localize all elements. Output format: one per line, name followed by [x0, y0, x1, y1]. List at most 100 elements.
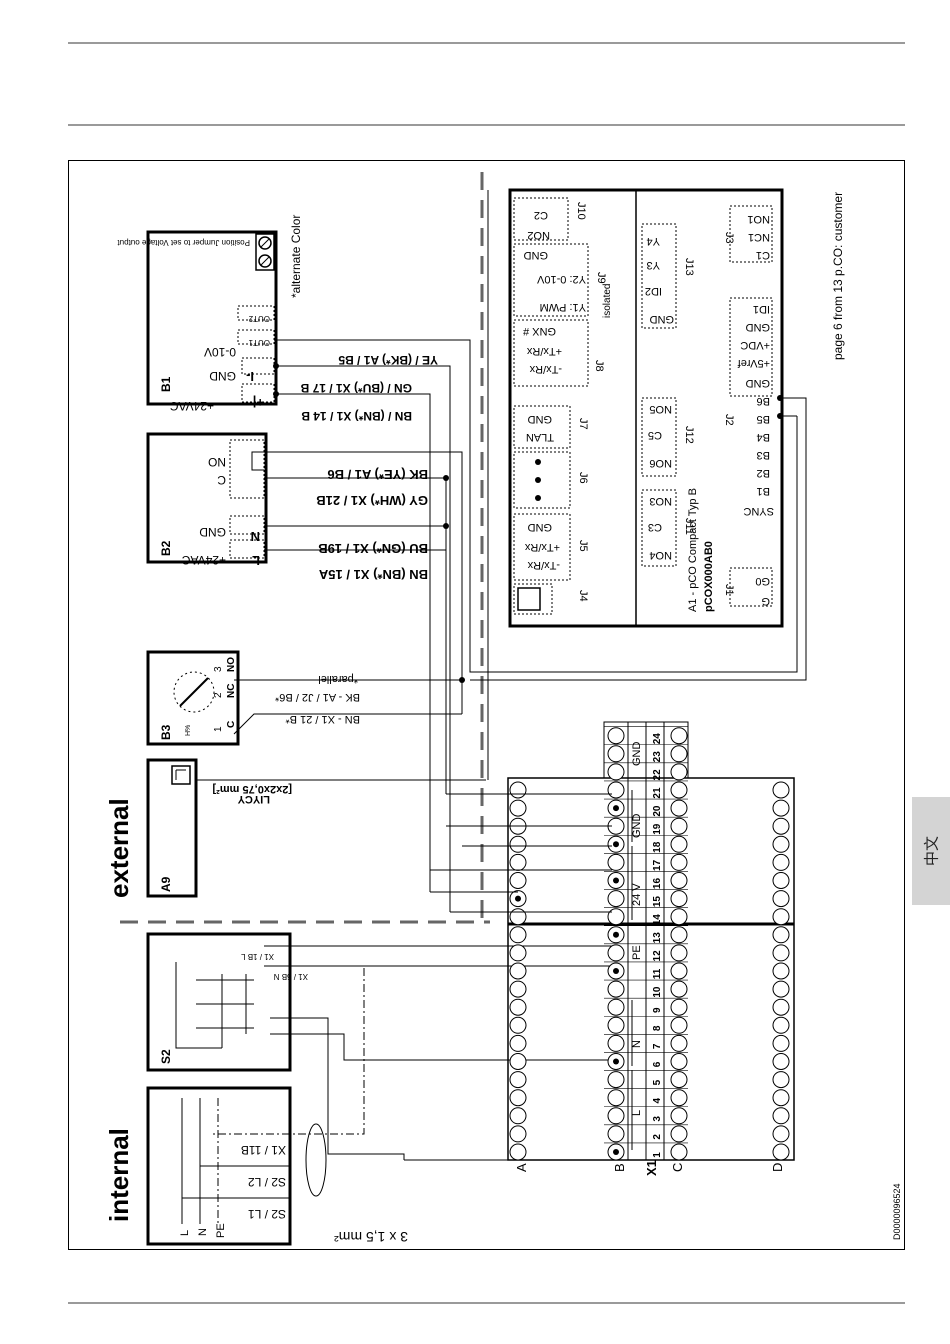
terminal-screw[interactable] [607, 980, 625, 998]
svg-text:B2: B2 [757, 467, 770, 479]
terminal-screw[interactable] [509, 998, 527, 1016]
terminal-screw[interactable] [670, 998, 688, 1016]
terminal-screw[interactable] [509, 1071, 527, 1089]
b3-pin-1: 1 [213, 726, 224, 732]
terminal-screw[interactable] [772, 980, 790, 998]
terminal-screw[interactable] [772, 1125, 790, 1143]
group-24v: 24 V [631, 883, 643, 906]
terminal-screw[interactable] [772, 1089, 790, 1107]
terminal-number: 6 [652, 1061, 663, 1067]
svg-text:GND: GND [746, 321, 771, 333]
terminal-screw[interactable] [607, 781, 625, 799]
terminal-screw[interactable] [772, 1107, 790, 1125]
language-tab[interactable]: 中文 [912, 797, 950, 905]
svg-text:+VDC: +VDC [740, 339, 770, 351]
terminal-screw[interactable] [509, 835, 527, 853]
terminal-screw[interactable] [607, 1071, 625, 1089]
b2-pin-gnd: GND [199, 525, 226, 539]
terminal-screw[interactable] [670, 799, 688, 817]
terminal-screw[interactable] [670, 944, 688, 962]
terminal-screw[interactable] [670, 1034, 688, 1052]
terminal-screw[interactable] [670, 872, 688, 889]
terminal-screw[interactable] [607, 1034, 625, 1052]
terminal-screw[interactable] [607, 1016, 625, 1034]
terminal-screw[interactable] [509, 908, 527, 926]
terminal-screw[interactable] [670, 1053, 688, 1070]
terminal-screw[interactable] [607, 1089, 625, 1107]
svg-text:isolated: isolated [602, 284, 613, 318]
terminal-screw[interactable] [509, 1089, 527, 1107]
terminal-screw[interactable] [607, 1125, 625, 1143]
terminal-screw[interactable] [509, 781, 527, 799]
terminal-screw[interactable] [607, 763, 625, 781]
terminal-number: 18 [652, 841, 663, 853]
terminal-screw[interactable] [509, 1053, 527, 1070]
terminal-screw[interactable] [670, 835, 688, 853]
wire-label-b3-bk: BK - A1 / J2 / B6* [274, 691, 360, 703]
terminal-screw[interactable] [670, 908, 688, 926]
terminal-screw[interactable] [772, 872, 790, 889]
terminal-screw[interactable] [509, 944, 527, 962]
terminal-screw[interactable] [772, 998, 790, 1016]
terminal-screw[interactable] [509, 926, 527, 944]
terminal-screw[interactable] [670, 1089, 688, 1107]
terminal-screw[interactable] [772, 817, 790, 835]
terminal-screw[interactable] [670, 1107, 688, 1125]
terminal-screw[interactable] [607, 944, 625, 962]
terminal-screw[interactable] [670, 817, 688, 835]
row-label-a: A [514, 1163, 529, 1172]
terminal-screw[interactable] [607, 1107, 625, 1125]
terminal-screw[interactable] [670, 763, 688, 781]
terminal-screw[interactable] [509, 853, 527, 871]
terminal-screw[interactable] [772, 926, 790, 944]
terminal-screw[interactable] [670, 1016, 688, 1034]
b3-contact-c: C [226, 721, 237, 728]
terminal-screw[interactable] [670, 1071, 688, 1089]
terminal-screw[interactable] [670, 1143, 688, 1161]
terminal-screw[interactable] [607, 890, 625, 908]
group-gnd-2: GND [631, 742, 643, 767]
terminal-screw[interactable] [670, 890, 688, 908]
terminal-screw[interactable] [772, 1053, 790, 1070]
terminal-screw[interactable] [607, 908, 625, 926]
terminal-screw[interactable] [509, 1016, 527, 1034]
terminal-screw[interactable] [670, 745, 688, 763]
terminal-screw[interactable] [772, 962, 790, 980]
terminal-screw[interactable] [670, 1125, 688, 1143]
terminal-screw[interactable] [607, 998, 625, 1016]
terminal-screw[interactable] [607, 727, 625, 745]
terminal-screw[interactable] [607, 853, 625, 871]
terminal-screw[interactable] [670, 781, 688, 799]
terminal-screw[interactable] [772, 781, 790, 799]
terminal-screw[interactable] [772, 1143, 790, 1161]
terminal-screw[interactable] [509, 1143, 527, 1161]
terminal-screw[interactable] [670, 853, 688, 871]
terminal-screw[interactable] [670, 962, 688, 980]
connector-j5: J5 [577, 540, 589, 552]
terminal-screw[interactable] [670, 727, 688, 745]
terminal-number: 21 [652, 787, 663, 799]
terminal-screw[interactable] [509, 1107, 527, 1125]
terminal-screw[interactable] [772, 853, 790, 871]
terminal-screw[interactable] [772, 944, 790, 962]
terminal-screw[interactable] [509, 799, 527, 817]
svg-text:SYNC: SYNC [743, 505, 774, 517]
terminal-screw[interactable] [509, 872, 527, 889]
terminal-screw[interactable] [772, 1016, 790, 1034]
terminal-screw[interactable] [670, 926, 688, 944]
terminal-screw[interactable] [772, 908, 790, 926]
terminal-screw[interactable] [509, 962, 527, 980]
svg-text:C3: C3 [648, 521, 662, 533]
terminal-screw[interactable] [772, 799, 790, 817]
row-label-d: D [770, 1163, 785, 1172]
terminal-screw[interactable] [509, 1125, 527, 1143]
terminal-screw[interactable] [772, 1034, 790, 1052]
terminal-screw[interactable] [509, 980, 527, 998]
terminal-screw[interactable] [670, 980, 688, 998]
terminal-number: 16 [652, 878, 663, 890]
terminal-screw[interactable] [772, 835, 790, 853]
terminal-screw[interactable] [607, 745, 625, 763]
terminal-screw[interactable] [772, 1071, 790, 1089]
terminal-screw[interactable] [509, 1034, 527, 1052]
terminal-screw[interactable] [772, 890, 790, 908]
